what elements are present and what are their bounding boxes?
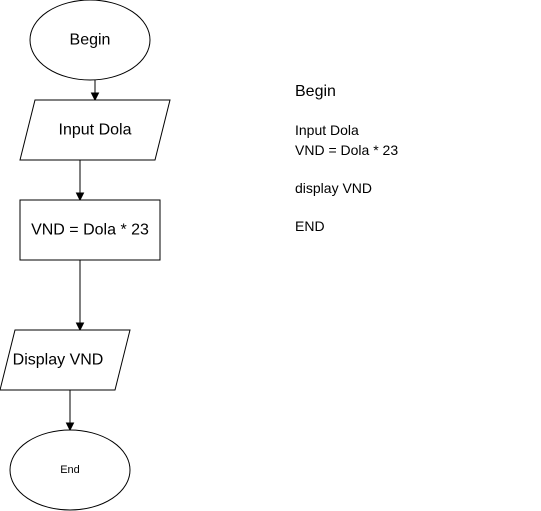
pseudocode-display: display VND bbox=[295, 180, 373, 196]
edge-input-to-process bbox=[75, 160, 85, 202]
input-label: Input Dola bbox=[59, 122, 132, 139]
start-label: Begin bbox=[70, 32, 111, 49]
input-node: Input Dola bbox=[19, 99, 171, 161]
end-node: End bbox=[9, 429, 131, 511]
arrowhead-icon bbox=[75, 192, 85, 202]
start-node: Begin bbox=[29, 0, 151, 81]
pseudocode-input: Input Dola bbox=[295, 122, 359, 138]
start-terminator-shape bbox=[29, 0, 151, 81]
edge-start-to-input bbox=[90, 80, 100, 102]
pseudocode-end: END bbox=[295, 218, 325, 234]
end-terminator-shape bbox=[9, 429, 131, 511]
process-rectangle-shape bbox=[19, 199, 161, 261]
output-label: Display VND bbox=[13, 352, 104, 369]
edge-output-to-end bbox=[65, 390, 75, 432]
end-label: End bbox=[60, 464, 80, 476]
arrowhead-icon bbox=[65, 422, 75, 432]
process-node: VND = Dola * 23 bbox=[19, 199, 161, 261]
output-parallelogram-shape bbox=[0, 329, 131, 391]
output-node: Display VND bbox=[0, 329, 131, 391]
arrowhead-icon bbox=[90, 92, 100, 102]
pseudocode-begin: Begin bbox=[295, 83, 336, 100]
edge-process-to-output bbox=[75, 260, 85, 332]
input-parallelogram-shape bbox=[19, 99, 171, 161]
process-label: VND = Dola * 23 bbox=[31, 222, 149, 239]
pseudocode-calc: VND = Dola * 23 bbox=[295, 142, 399, 158]
arrowhead-icon bbox=[75, 322, 85, 332]
